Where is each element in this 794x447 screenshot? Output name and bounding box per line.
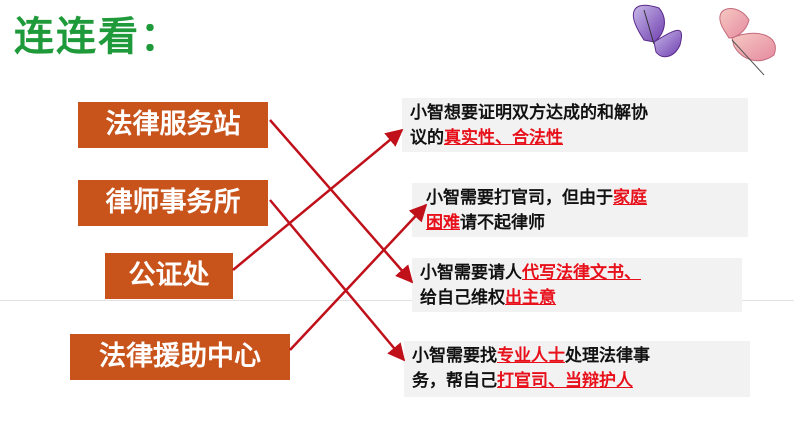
left-item-notary-office[interactable]: 公证处 — [105, 253, 233, 299]
arrow-notary-to-authenticity — [232, 128, 404, 271]
right-item-3-line-1: 小智需要找专业人士处理法律事 — [412, 346, 650, 366]
right-item-0-line-2: 议的真实性、合法性 — [410, 128, 563, 148]
arrow-service-station-to-documents — [269, 119, 414, 284]
left-item-legal-service-station[interactable]: 法律服务站 — [78, 102, 268, 148]
right-item-2[interactable]: 小智需要请人代写法律文书、 给自己维权出主意 — [412, 258, 742, 312]
left-item-law-firm[interactable]: 律师事务所 — [78, 180, 268, 226]
right-item-1-line-1: 小智需要打官司，但由于家庭 — [426, 188, 647, 208]
arrow-legal-aid-to-poverty — [289, 203, 428, 351]
arrow-law-firm-to-professional — [269, 199, 406, 362]
right-item-0-line-1: 小智想要证明双方达成的和解协 — [410, 103, 648, 123]
right-item-1[interactable]: 小智需要打官司，但由于家庭 困难请不起律师 — [412, 183, 748, 237]
right-item-2-line-1: 小智需要请人代写法律文书、 — [420, 263, 641, 283]
left-item-legal-aid-center[interactable]: 法律援助中心 — [70, 334, 290, 380]
right-item-3-line-2: 务，帮自己打官司、当辩护人 — [412, 371, 633, 391]
right-item-3[interactable]: 小智需要找专业人士处理法律事 务，帮自己打官司、当辩护人 — [404, 341, 750, 397]
right-item-0[interactable]: 小智想要证明双方达成的和解协 议的真实性、合法性 — [402, 98, 748, 152]
right-item-2-line-2: 给自己维权出主意 — [420, 288, 556, 308]
page-title: 连连看： — [14, 14, 182, 60]
divider — [0, 300, 794, 301]
butterfly-decoration — [632, 4, 776, 76]
right-item-1-line-2: 困难请不起律师 — [426, 213, 545, 233]
